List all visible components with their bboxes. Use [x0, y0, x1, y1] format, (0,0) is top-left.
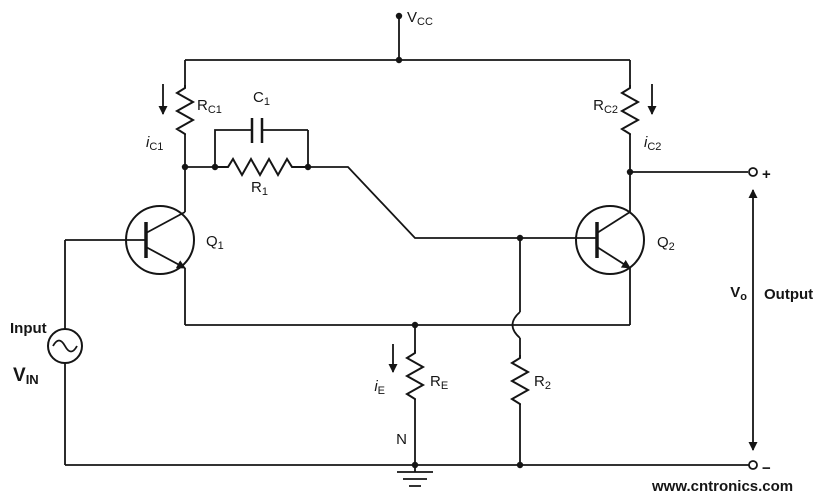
plus-sign: +	[762, 166, 771, 183]
ie-label: iE	[374, 378, 385, 397]
input-label: Input	[10, 320, 47, 337]
junction-dot	[626, 168, 634, 176]
resistor-body	[621, 84, 639, 136]
resistor-re	[406, 349, 424, 401]
output-terminals	[748, 167, 758, 470]
resistor-body	[511, 354, 529, 406]
junction-dot	[516, 234, 524, 242]
q2-label: Q2	[657, 234, 675, 253]
output-terminal-minus	[748, 460, 758, 470]
resistor-rc1	[176, 84, 194, 136]
output-label: Output	[764, 286, 813, 303]
watermark: www.cntronics.com	[651, 478, 793, 495]
output-terminal-plus	[748, 167, 758, 177]
junction-dot	[516, 461, 524, 469]
vo-label: Vo	[730, 284, 747, 303]
resistor-body	[215, 156, 308, 178]
vcc-label: VCC	[407, 9, 433, 28]
resistor-rc2	[621, 84, 639, 136]
ac-source	[47, 328, 83, 364]
ac-source-body	[47, 328, 83, 364]
transistor-body	[125, 205, 195, 275]
transistor-q2	[575, 205, 645, 275]
resistor-r1	[215, 156, 308, 178]
capacitor-c1	[250, 118, 264, 143]
wires	[64, 16, 749, 472]
ground-icon	[397, 471, 433, 487]
c1-label: C1	[253, 89, 270, 108]
resistor-r2	[511, 354, 529, 406]
junction-dot	[395, 56, 403, 64]
wire-hop-r2	[511, 311, 521, 339]
rc1-label: RC1	[197, 97, 222, 116]
transistor-emitter	[596, 246, 631, 269]
r2-label: R2	[534, 373, 551, 392]
n-node-label: N	[396, 431, 407, 448]
junction-dot	[411, 461, 419, 469]
junction-dot	[181, 163, 189, 171]
ic1-label: iC1	[146, 134, 163, 153]
ground-bars	[397, 471, 433, 487]
re-label: RE	[430, 373, 448, 392]
wire-network	[64, 16, 749, 472]
vin-label: VIN	[13, 365, 39, 387]
junction-dot	[411, 321, 419, 329]
transistor-body	[575, 205, 645, 275]
sine-wave-icon	[52, 339, 78, 353]
ic2-label: iC2	[644, 134, 661, 153]
junction-dot	[395, 12, 403, 20]
resistor-body	[406, 349, 424, 401]
transistor-q1	[125, 205, 195, 275]
q1-label: Q1	[206, 233, 224, 252]
resistor-body	[176, 84, 194, 136]
transistor-emitter	[145, 246, 186, 269]
junction-dots	[181, 12, 634, 469]
r1-label: R1	[251, 179, 268, 198]
capacitor-plates	[250, 118, 264, 143]
current-arrows	[158, 84, 657, 373]
minus-sign: −	[762, 460, 771, 477]
rc2-label: RC2	[593, 97, 618, 116]
